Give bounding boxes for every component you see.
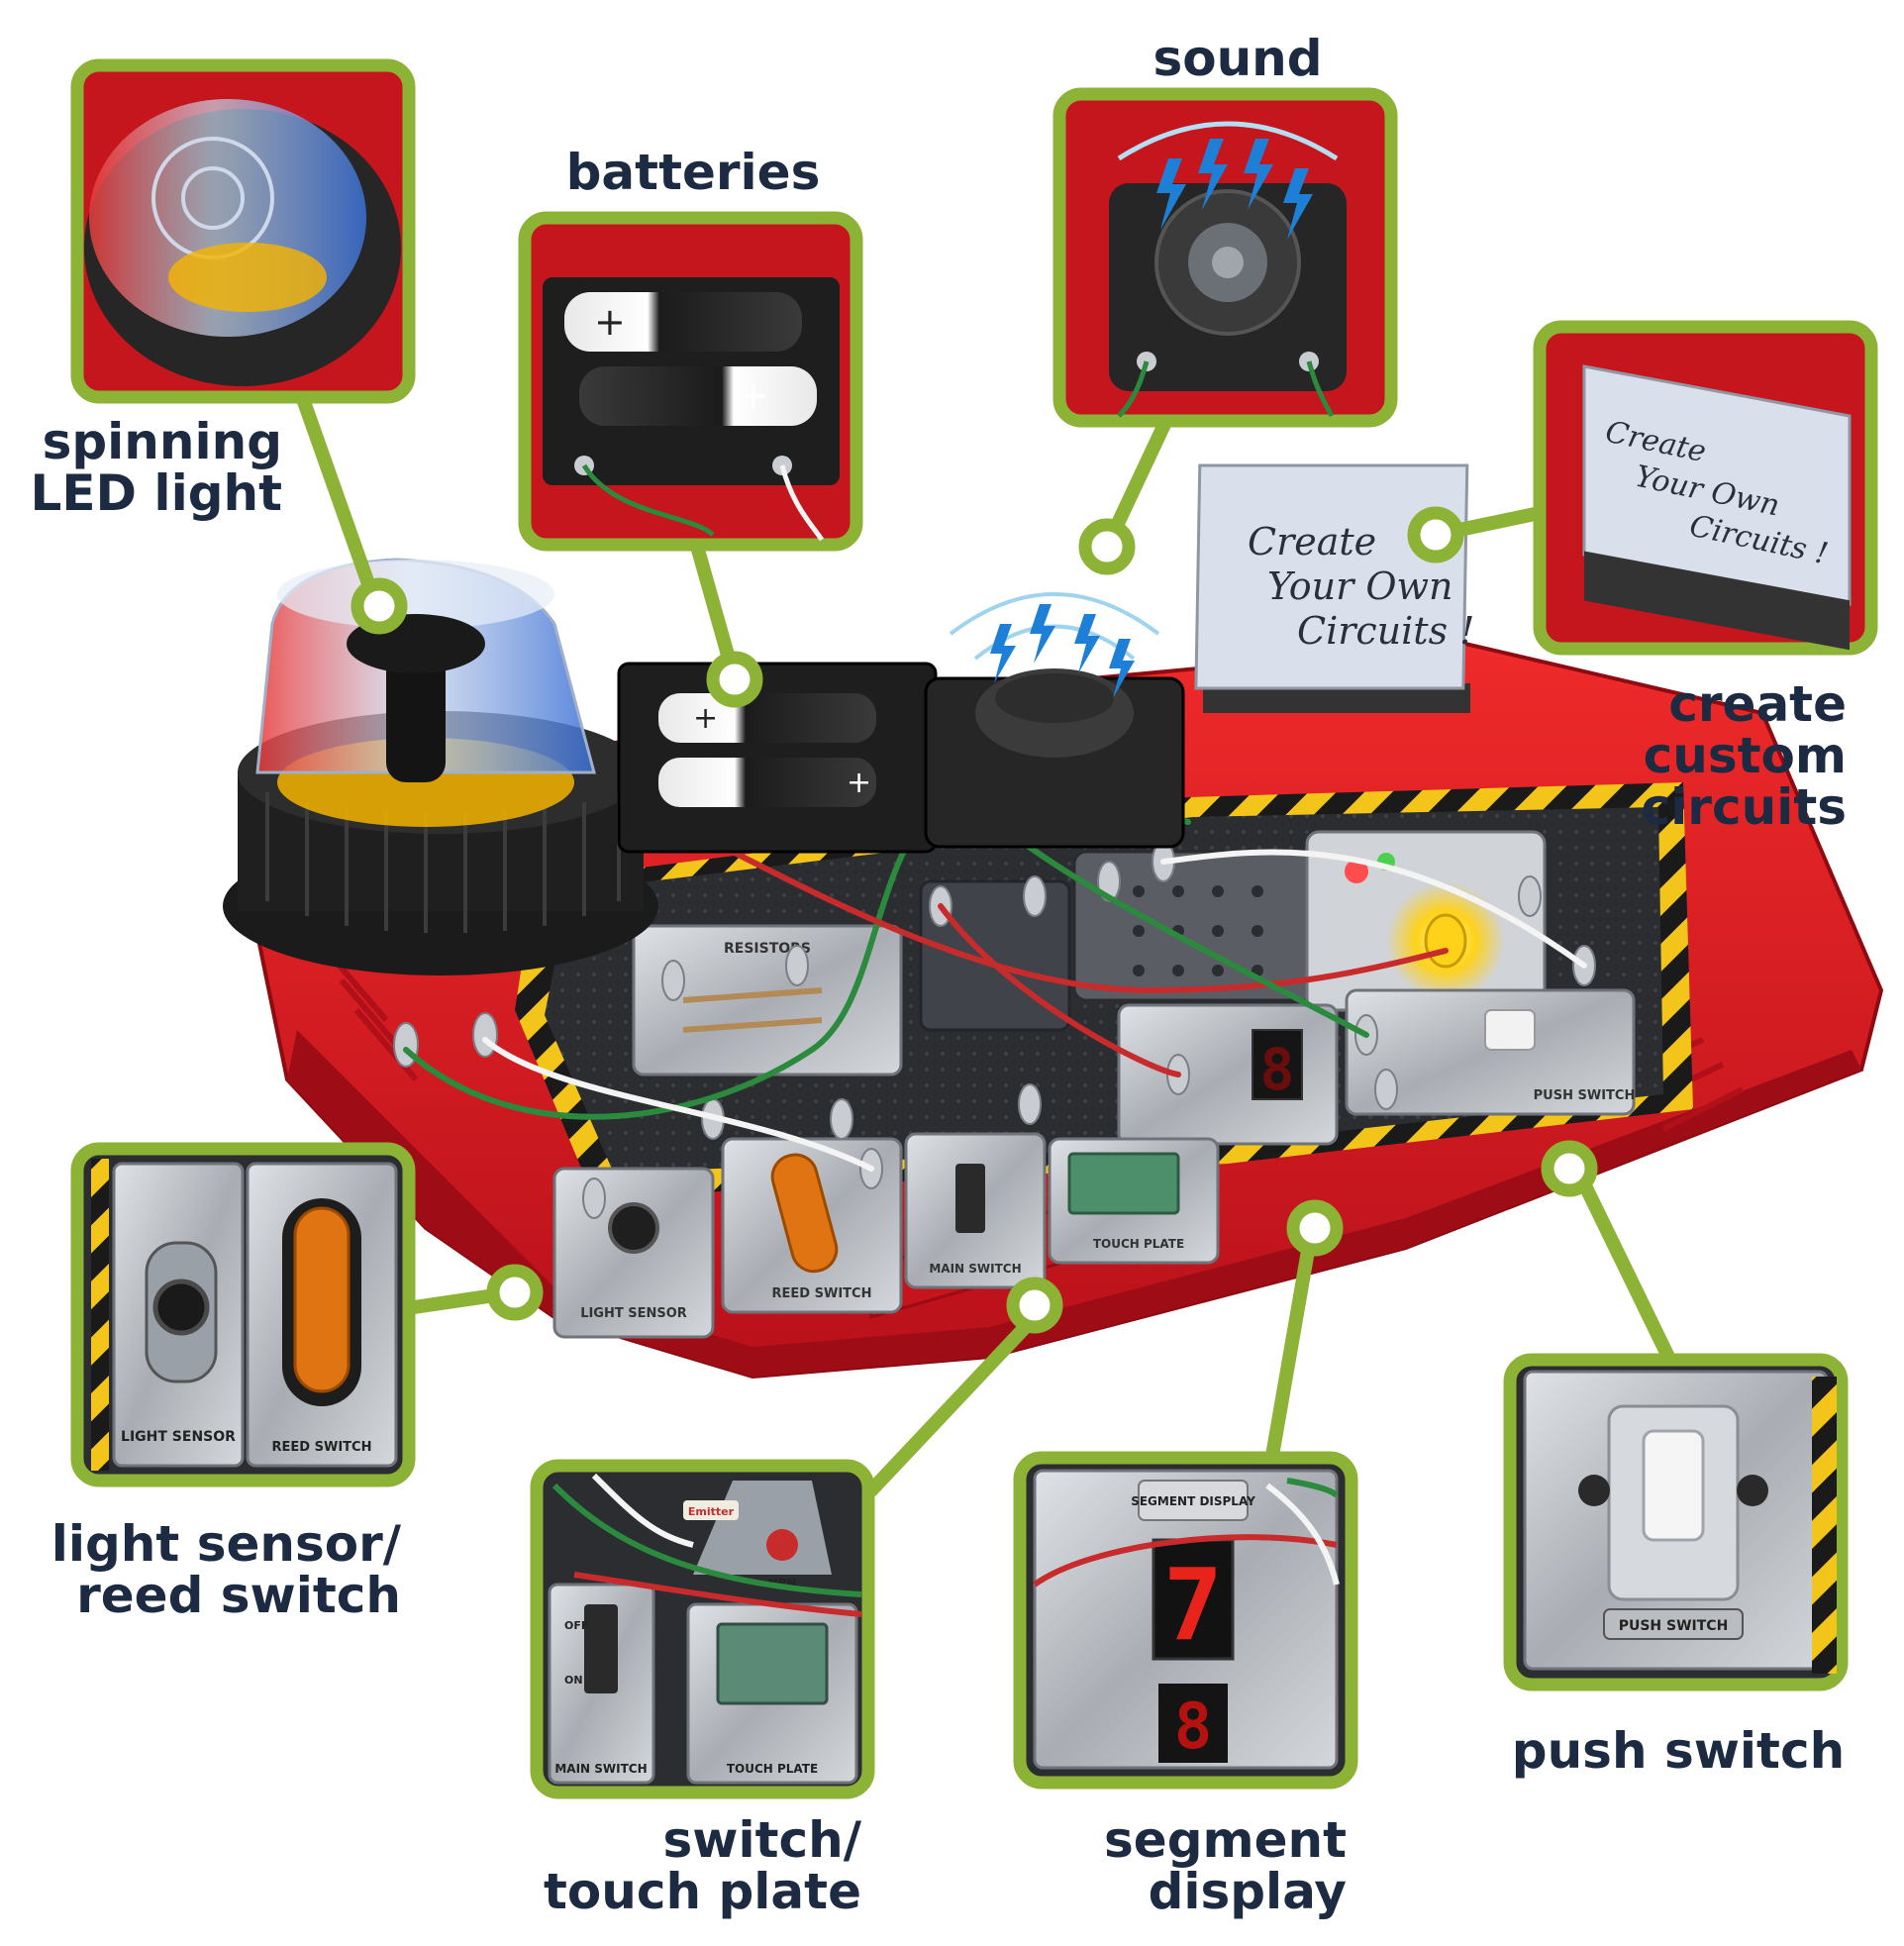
slide-switch-icon xyxy=(584,1604,618,1693)
lightning-icon xyxy=(990,604,1135,698)
push-button-icon xyxy=(1642,1429,1705,1542)
label-sound: sound xyxy=(1089,33,1386,84)
reed-switch-icon xyxy=(770,1153,839,1274)
npn-icon xyxy=(766,1529,798,1561)
label-segment: segment display xyxy=(1050,1814,1347,1917)
label-switch-touch: switch/ touch plate xyxy=(515,1814,861,1917)
touch-plate-icon xyxy=(716,1622,829,1705)
label-line: custom xyxy=(1643,727,1847,784)
label-line: sound xyxy=(1152,30,1323,87)
card-text-line: Your Own xyxy=(1267,564,1453,608)
red-led-icon xyxy=(1345,860,1368,883)
main-switch-module-label: MAIN SWITCH xyxy=(929,1262,1021,1276)
reed-switch-icon xyxy=(293,1206,351,1393)
inset-main-switch-label: MAIN SWITCH xyxy=(554,1762,647,1776)
label-line: display xyxy=(1148,1863,1347,1920)
label-line: switch/ xyxy=(662,1811,862,1869)
label-line: segment xyxy=(1104,1811,1347,1869)
circuit-kit-base: RESISTORS 8 PUSH SWITCH xyxy=(223,463,1884,1380)
svg-text:+: + xyxy=(738,373,769,417)
label-batteries: batteries xyxy=(540,147,847,198)
label-create-custom: create custom circuits xyxy=(1584,678,1847,833)
label-line: light sensor/ xyxy=(50,1515,401,1573)
battery-icon xyxy=(658,758,876,807)
inset-segment-display-label: SEGMENT DISPLAY xyxy=(1131,1494,1255,1508)
touch-plate-module-label: TOUCH PLATE xyxy=(1093,1237,1184,1251)
label-push-switch: push switch xyxy=(1485,1725,1871,1777)
board-modules: RESISTORS 8 PUSH SWITCH xyxy=(552,830,1636,1339)
light-sensor-icon xyxy=(152,1279,210,1336)
inset-touch-plate-label: TOUCH PLATE xyxy=(727,1762,818,1776)
label-line: LED light xyxy=(30,464,283,522)
inset-switch-touch: OFF ON MAIN SWITCH TOUCH PLATE NPN Emitt… xyxy=(530,1459,875,1799)
inset-push-switch: PUSH SWITCH xyxy=(1503,1353,1849,1691)
light-sensor-icon xyxy=(608,1202,659,1254)
card-text-line: Create xyxy=(1248,520,1376,563)
battery-icon xyxy=(564,292,802,352)
spinning-led-light xyxy=(223,558,658,975)
create-circuits-card: Create Your Own Circuits ! xyxy=(1194,463,1474,713)
inset-light-sensor-label: LIGHT SENSOR xyxy=(121,1429,236,1445)
emitter-label: Emitter xyxy=(688,1505,735,1518)
speaker xyxy=(924,592,1185,849)
svg-text:+: + xyxy=(693,701,718,736)
light-sensor-module-label: LIGHT SENSOR xyxy=(580,1306,687,1321)
label-line: touch plate xyxy=(544,1863,861,1920)
push-switch-module xyxy=(1345,988,1636,1116)
inset-spinning-led xyxy=(70,58,416,404)
inset-reed-switch-label: REED SWITCH xyxy=(272,1440,372,1455)
inset-push-switch-label: PUSH SWITCH xyxy=(1619,1618,1729,1634)
inset-create-circuits: Create Your Own Circuits ! xyxy=(1533,320,1878,656)
inset-batteries: + + xyxy=(518,211,863,552)
segment-display-module xyxy=(1117,1003,1339,1146)
push-switch-module-label: PUSH SWITCH xyxy=(1534,1088,1636,1103)
label-line: push switch xyxy=(1511,1722,1846,1780)
battery-icon xyxy=(658,693,876,743)
battery-holder: + + xyxy=(617,662,938,854)
inset-sound xyxy=(1052,87,1398,428)
label-line: batteries xyxy=(565,144,821,201)
svg-text:8: 8 xyxy=(1260,1036,1295,1103)
switch-on-label: ON xyxy=(564,1674,583,1687)
label-line: spinning xyxy=(42,413,282,470)
segment-digit: 7 xyxy=(1163,1547,1223,1663)
battery-icon xyxy=(579,366,817,426)
switch-off-label: OFF xyxy=(564,1619,588,1632)
inset-segment-display: SEGMENT DISPLAY 7 8 xyxy=(1013,1451,1358,1790)
label-line: circuits xyxy=(1641,778,1847,836)
lightning-icon xyxy=(1156,139,1313,240)
svg-text:+: + xyxy=(594,300,626,344)
label-line: reed switch xyxy=(76,1567,401,1624)
svg-text:+: + xyxy=(847,766,871,800)
svg-text:8: 8 xyxy=(1174,1690,1213,1764)
card-text-line: Circuits ! xyxy=(1297,609,1474,653)
touch-plate-icon xyxy=(1067,1152,1180,1215)
inset-light-reed: LIGHT SENSOR REED SWITCH xyxy=(70,1142,416,1487)
slide-switch-icon xyxy=(955,1164,985,1233)
reed-switch-module-label: REED SWITCH xyxy=(772,1286,872,1301)
label-line: create xyxy=(1668,675,1847,733)
label-light-reed: light sensor/ reed switch xyxy=(40,1518,401,1621)
callout-dots xyxy=(351,506,1598,1334)
label-spinning-led: spinning LED light xyxy=(20,413,283,522)
